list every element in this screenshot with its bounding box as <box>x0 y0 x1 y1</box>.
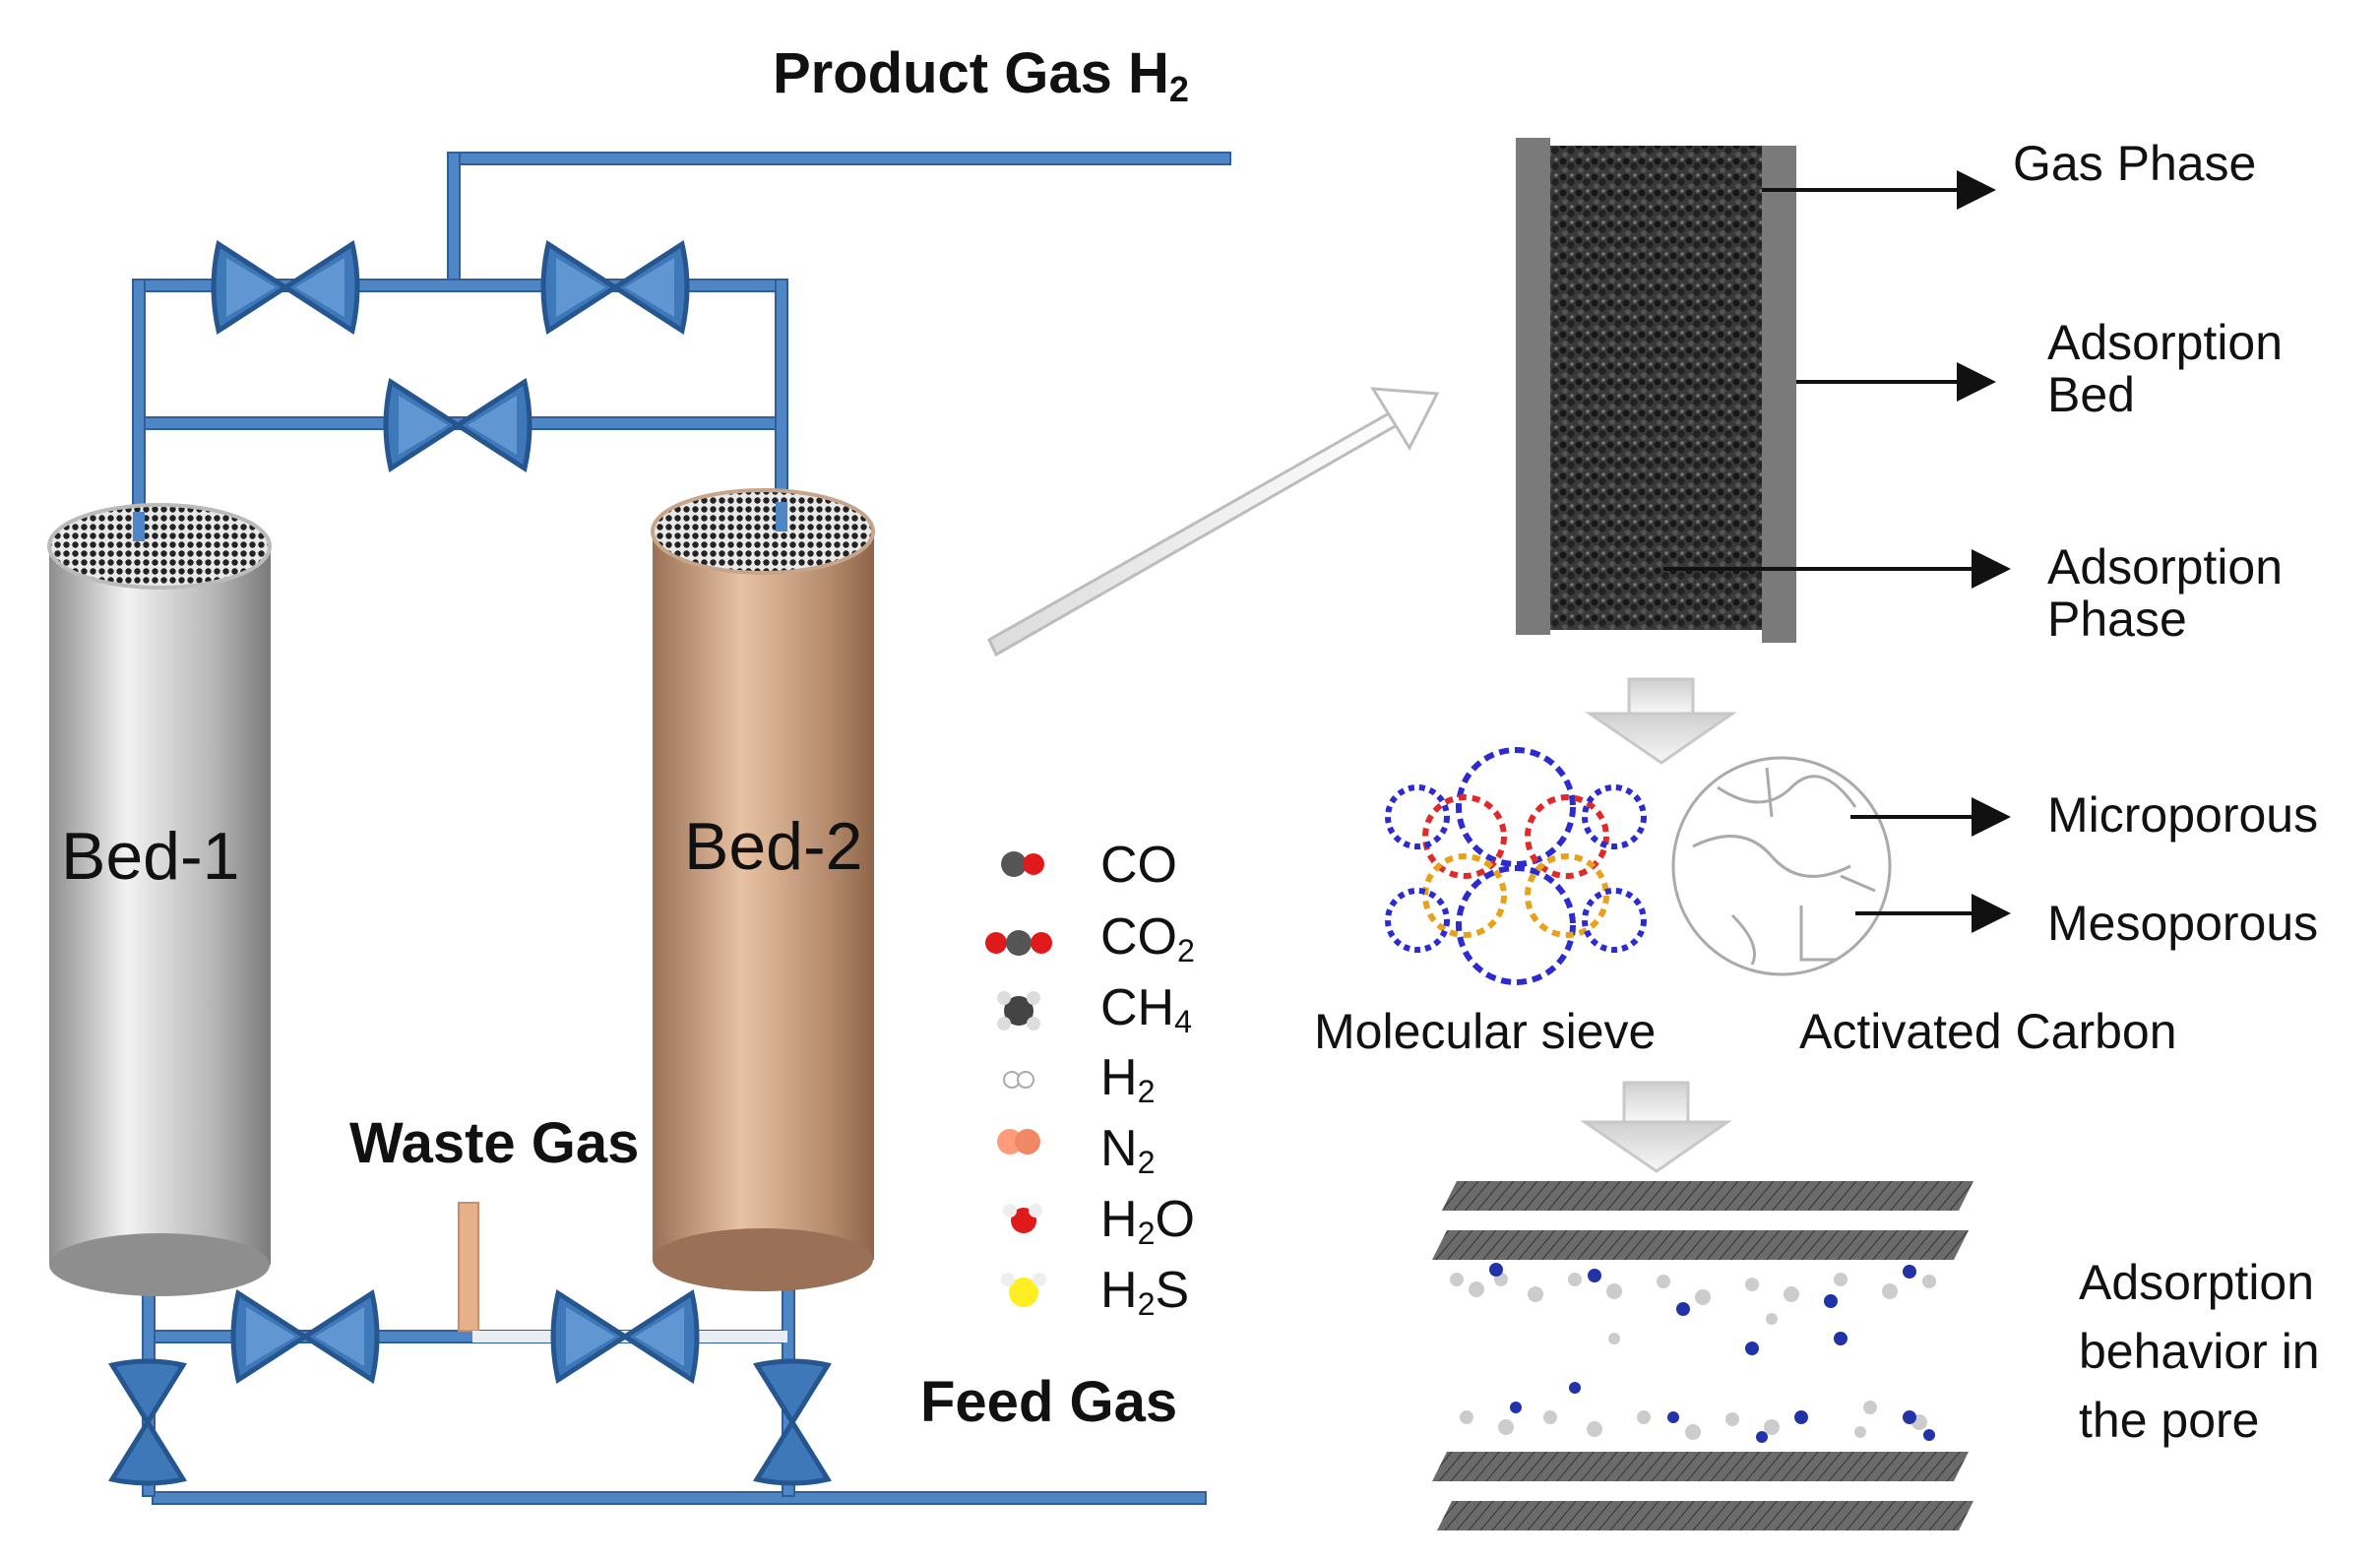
packed-particles <box>1550 146 1762 630</box>
bed-2 <box>651 488 875 1291</box>
valve-bottom-right-icon[interactable] <box>553 1293 697 1380</box>
valve-top-right-icon[interactable] <box>543 244 687 331</box>
bed1-label: Bed-1 <box>61 819 240 894</box>
legend-n2: N2 <box>1100 1120 1156 1181</box>
bed1-riser-front <box>133 512 145 541</box>
molecular-sieve-structure-icon <box>1385 747 1647 985</box>
waste-gas-outlet-pipe <box>458 1202 479 1332</box>
waste-gas-label: Waste Gas <box>349 1111 640 1175</box>
n2-molecule-icon <box>997 1129 1040 1155</box>
pore-adsorption-simulation <box>1432 1181 1973 1530</box>
ch4-molecule-icon <box>997 991 1040 1030</box>
valve-bed2-feed-icon[interactable] <box>757 1361 828 1483</box>
valve-middle-icon[interactable] <box>386 382 530 468</box>
bed-1 <box>47 503 272 1296</box>
feed-gas-label: Feed Gas <box>920 1370 1178 1434</box>
product-pipe-horizontal <box>447 152 1231 165</box>
valve-bed1-feed-icon[interactable] <box>112 1361 183 1483</box>
legend-co: CO <box>1100 837 1177 894</box>
zoom-arrow <box>987 387 1440 657</box>
mesoporous-label: Mesoporous <box>2047 896 2319 951</box>
legend-ch4: CH4 <box>1100 979 1193 1040</box>
pipe-network <box>132 152 1231 1505</box>
down-arrow-2 <box>1580 1081 1732 1173</box>
bed2-label: Bed-2 <box>684 809 863 884</box>
legend-h2: H2 <box>1100 1049 1156 1110</box>
down-arrow-1 <box>1585 677 1737 765</box>
h2s-molecule-icon <box>1001 1273 1046 1307</box>
bed-wall-right <box>1762 146 1796 643</box>
co2-molecule-icon <box>985 930 1052 956</box>
bed1-top-mesh <box>47 503 272 590</box>
feed-pipe <box>152 1491 1207 1505</box>
molecular-sieve-label: Molecular sieve <box>1314 1004 1657 1059</box>
bed2-riser-front <box>776 502 787 531</box>
bed-wall-left <box>1516 138 1550 635</box>
legend-icons <box>985 851 1052 1307</box>
valve-bottom-left-icon[interactable] <box>233 1293 377 1380</box>
legend-h2o: H2O <box>1100 1191 1195 1252</box>
h2-molecule-icon <box>1003 1071 1034 1089</box>
co-molecule-icon <box>1001 851 1044 877</box>
product-gas-label: Product Gas H2 <box>773 41 1189 109</box>
legend-h2s: H2S <box>1100 1262 1190 1323</box>
microporous-label: Microporous <box>2047 787 2319 843</box>
h2o-molecule-icon <box>1003 1204 1042 1233</box>
valve-top-left-icon[interactable] <box>214 244 357 331</box>
gas-phase-label: Gas Phase <box>2013 136 2257 191</box>
activated-carbon-particle-icon <box>1671 756 1892 976</box>
activated-carbon-label: Activated Carbon <box>1799 1004 2177 1059</box>
product-pipe-vertical <box>447 152 461 286</box>
adsorption-bed-section <box>1516 138 1796 643</box>
legend-co2: CO2 <box>1100 908 1195 969</box>
bed2-top-mesh <box>651 488 875 575</box>
